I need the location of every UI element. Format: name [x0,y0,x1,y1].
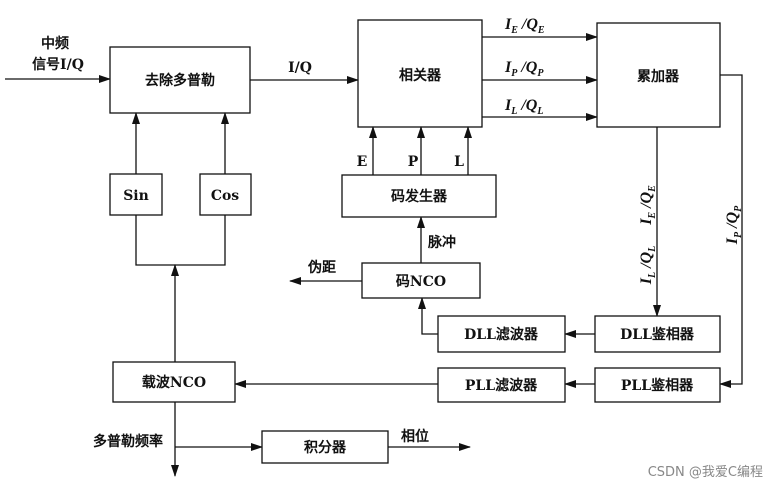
late-vertical-label: IL /QL [638,246,658,285]
input-label-line2: 信号I/Q [32,56,84,73]
p-label: P [408,154,419,170]
code-nco-label: 码NCO [396,274,446,290]
doppler-removal-block: 去除多普勒 [109,46,251,114]
doppler-freq-label: 多普勒频率 [93,433,163,450]
doppler-removal-label: 去除多普勒 [145,72,215,89]
pll-discriminator-block: PLL鉴相器 [594,367,721,403]
l-label: L [454,154,464,170]
sin-cos-bus [135,215,226,266]
early-iq-label: IE /QE [504,16,545,36]
watermark: CSDN @我爱C编程 [648,465,763,480]
dll-to-code-nco-arrow [418,297,438,335]
prompt-iq-label: IP /QP [504,59,544,79]
prompt-vertical-label: IP /QP [724,205,744,245]
dll-filter-label: DLL滤波器 [464,326,539,343]
accumulator-label: 累加器 [637,69,680,85]
pll-discriminator-label: PLL鉴相器 [621,377,694,394]
late-iq-label: IL /QL [504,97,543,117]
correlator-block: 相关器 [357,19,483,128]
e-label: E [357,154,368,170]
dll-filter-block: DLL滤波器 [437,315,566,353]
prompt-feedback-arrow [719,74,743,388]
integrator-label: 积分器 [304,439,347,456]
input-label-line1: 中频 [41,35,69,52]
code-generator-label: 码发生器 [391,188,448,205]
sin-block: Sin [109,173,163,216]
pulse-label: 脉冲 [427,234,456,251]
code-generator-block: 码发生器 [341,174,497,218]
code-nco-block: 码NCO [361,262,481,299]
early-vertical-label: IE /QE [638,185,658,226]
pll-filter-label: PLL滤波器 [465,377,538,394]
pll-filter-block: PLL滤波器 [437,367,566,403]
cos-label: Cos [211,188,239,204]
pseudorange-label: 伪距 [307,259,336,276]
accumulator-block: 累加器 [596,22,721,128]
correlator-label: 相关器 [399,67,442,84]
dll-discriminator-block: DLL鉴相器 [594,315,721,353]
sin-label: Sin [123,188,149,204]
carrier-nco-label: 载波NCO [142,374,206,391]
phase-label: 相位 [401,428,429,445]
carrier-nco-block: 载波NCO [112,361,236,403]
cos-block: Cos [199,173,252,216]
iq-label: I/Q [288,60,312,76]
dll-discriminator-label: DLL鉴相器 [620,326,695,343]
integrator-block: 积分器 [261,430,389,464]
